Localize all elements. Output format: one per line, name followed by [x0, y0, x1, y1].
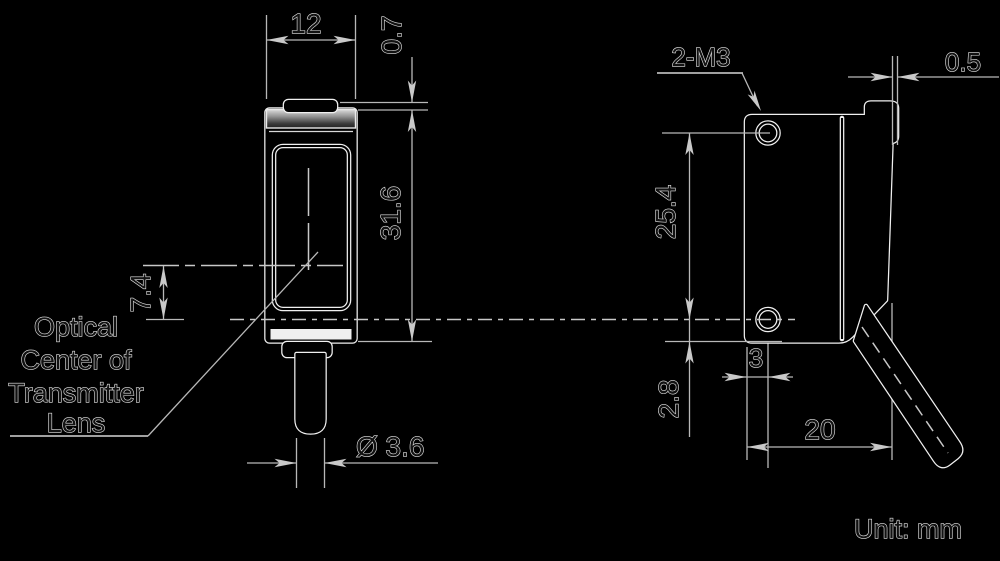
side-body — [743, 100, 900, 344]
front-top-tab — [282, 98, 339, 114]
dim-tab-height: 0.7 — [340, 15, 428, 111]
dim-cable-diameter: Ø 3.6 — [247, 430, 438, 488]
dim-mounting-holes: 2-M3 — [657, 41, 761, 111]
dim-width: 12 — [265, 7, 357, 99]
front-view — [143, 98, 358, 435]
dim-hole-spacing: 25.4 — [649, 132, 770, 437]
dim-cable-diameter-value: Ø 3.6 — [356, 431, 424, 462]
dim-depth-value: 20 — [804, 414, 835, 445]
lens-window — [271, 143, 352, 312]
front-cable — [294, 351, 327, 435]
dim-height-value: 31.6 — [375, 186, 406, 241]
dim-depth: 20 — [747, 413, 892, 452]
dim-hole-to-face: 3 — [722, 342, 793, 382]
dim-lip-offset-value: 0.5 — [945, 47, 981, 77]
callout-line-2: Center of — [20, 345, 132, 375]
dim-tab-height-value: 0.7 — [376, 16, 407, 55]
dim-hole-to-face-value: 3 — [749, 343, 763, 373]
side-cable-centerline — [861, 326, 949, 454]
front-bottom-white-band — [269, 328, 353, 341]
dim-width-value: 12 — [290, 8, 321, 39]
dim-mounting-holes-value: 2-M3 — [671, 42, 730, 72]
dim-height: 31.6 — [358, 110, 432, 343]
callout-line-3: Transmitter — [8, 378, 144, 408]
side-view — [743, 100, 964, 469]
dim-hole-spacing-value: 25.4 — [650, 185, 681, 240]
callout-line-1: Optical — [34, 312, 118, 342]
side-cable — [852, 303, 964, 469]
dim-lip-offset: 0.5 — [848, 46, 999, 145]
units-label: Unit: mm — [854, 514, 962, 544]
leader-line — [147, 251, 319, 437]
optical-center-callout: Optical Center of Transmitter Lens — [8, 251, 319, 439]
dim-optical-offset: 7.4 — [124, 266, 184, 321]
dim-hole-to-bottom-value: 2.8 — [653, 380, 684, 419]
callout-line-4: Lens — [47, 408, 106, 438]
dim-hole-to-bottom: 2.8 — [652, 340, 782, 419]
dim-optical-offset-value: 7.4 — [125, 274, 156, 313]
